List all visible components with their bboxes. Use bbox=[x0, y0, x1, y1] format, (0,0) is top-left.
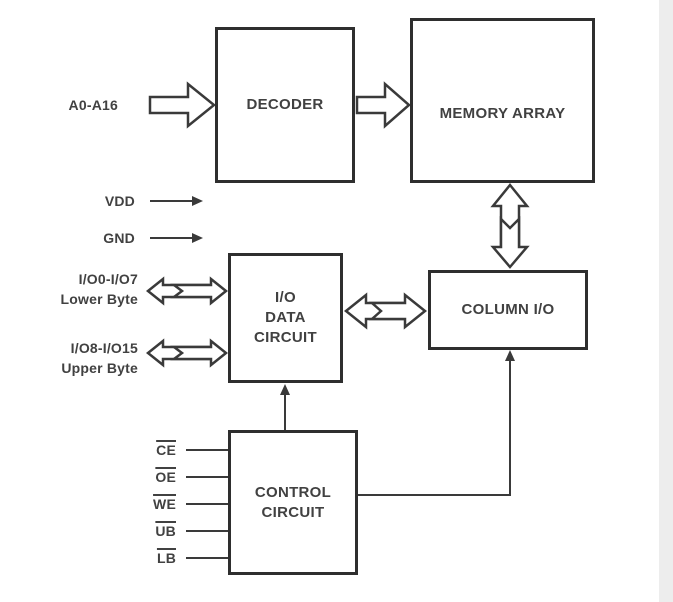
lb-label: LB bbox=[114, 549, 176, 567]
io-lower-byte-label: I/O0-I/O7 Lower Byte bbox=[28, 269, 138, 309]
control-circuit-label-line1: CONTROL bbox=[254, 483, 332, 501]
io-lower-byte-label-line2: Lower Byte bbox=[60, 291, 138, 307]
io-upper-byte-label-line2: Upper Byte bbox=[61, 360, 138, 376]
control-to-column-arrow bbox=[358, 350, 515, 496]
gnd-label: GND bbox=[103, 230, 135, 246]
ub-label: UB bbox=[114, 522, 176, 540]
io-lower-bidirectional-arrow bbox=[145, 276, 229, 306]
ce-label: CE bbox=[114, 441, 176, 459]
control-circuit-label-line2: CIRCUIT bbox=[261, 503, 325, 521]
io-data-circuit-label-line2: DATA bbox=[265, 309, 306, 326]
io-upper-byte-label-line1: I/O8-I/O15 bbox=[70, 340, 138, 356]
io-to-column-bidirectional-arrow bbox=[343, 292, 428, 330]
memory-to-column-bidirectional-arrow bbox=[490, 183, 530, 269]
control-circuit-block: CONTROL CIRCUIT bbox=[228, 430, 358, 575]
column-io-label: COLUMN I/O bbox=[461, 301, 555, 318]
we-label: WE bbox=[114, 495, 176, 513]
gnd-arrow bbox=[150, 233, 203, 243]
we-label-text: WE bbox=[153, 496, 176, 512]
decoder-block: DECODER bbox=[215, 27, 355, 183]
ub-label-text: UB bbox=[155, 523, 176, 539]
io-data-circuit-block: I/O DATA CIRCUIT bbox=[228, 253, 343, 383]
memory-array-label: MEMORY ARRAY bbox=[439, 104, 566, 122]
ce-label-text: CE bbox=[156, 442, 176, 458]
address-bus-label: A0-A16 bbox=[68, 97, 118, 113]
lb-label-text: LB bbox=[156, 550, 176, 566]
memory-array-block: MEMORY ARRAY bbox=[410, 18, 595, 183]
io-data-circuit-label-line1: I/O bbox=[275, 289, 296, 306]
address-bus-arrow bbox=[148, 81, 216, 129]
vdd-arrow bbox=[150, 196, 203, 206]
oe-label-text: OE bbox=[155, 469, 176, 485]
decoder-label: DECODER bbox=[246, 96, 324, 113]
decoder-to-memory-arrow bbox=[355, 81, 411, 129]
io-upper-bidirectional-arrow bbox=[145, 338, 229, 368]
io-upper-byte-label: I/O8-I/O15 Upper Byte bbox=[28, 338, 138, 378]
vdd-label: VDD bbox=[104, 193, 135, 209]
oe-label: OE bbox=[114, 468, 176, 486]
io-lower-byte-label-line1: I/O0-I/O7 bbox=[78, 271, 138, 287]
io-data-circuit-label-line3: CIRCUIT bbox=[254, 329, 317, 346]
column-io-block: COLUMN I/O bbox=[428, 270, 588, 350]
control-to-io-arrow bbox=[280, 384, 290, 430]
page-edge-strip bbox=[659, 0, 673, 602]
